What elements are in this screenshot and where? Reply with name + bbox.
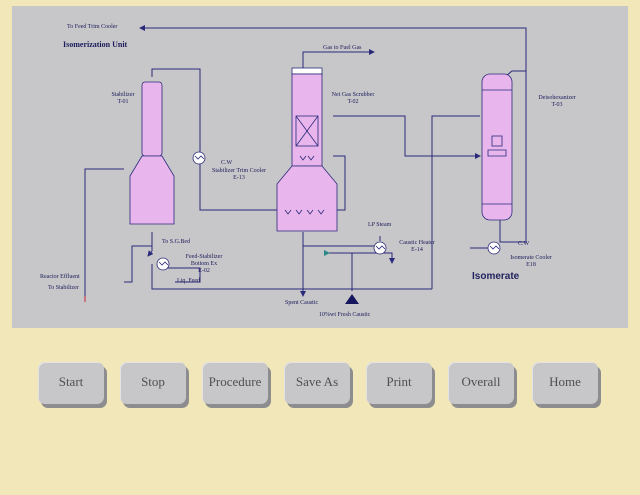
process-flow-diagram xyxy=(84,25,527,304)
fuel-gas-line xyxy=(302,49,375,68)
label-cw-1: C.W xyxy=(221,160,233,166)
process-diagram-panel: Isomerization Unit Isomerate To Feed Tri… xyxy=(12,6,628,328)
stabilizer-vessel xyxy=(129,81,175,225)
scrubber-recycle-line xyxy=(333,155,346,211)
home-button[interactable]: Home xyxy=(532,362,598,404)
overall-button[interactable]: Overall xyxy=(448,362,514,404)
scrubber-to-t03-line xyxy=(333,115,481,159)
t03-bottom-line xyxy=(499,71,527,243)
reactor-effluent-line xyxy=(84,168,124,296)
print-button[interactable]: Print xyxy=(366,362,432,404)
liq-feed-line xyxy=(163,267,201,283)
label-to-feed-trim-cooler: To Feed Trim Cooler xyxy=(67,24,118,30)
fresh-caustic-pump xyxy=(345,294,359,304)
label-gas-to-fuel-gas: Gas to Fuel Gas xyxy=(323,45,362,51)
label-cw-2: C.W xyxy=(518,241,530,247)
label-lp-steam: LP Steam xyxy=(368,222,392,228)
procedure-button[interactable]: Procedure xyxy=(202,362,268,404)
start-button[interactable]: Start xyxy=(38,362,104,404)
unit-title: Isomerization Unit xyxy=(63,40,128,49)
stop-button[interactable]: Stop xyxy=(120,362,186,404)
caustic-valve xyxy=(324,250,330,256)
isomerate-title: Isomerate xyxy=(472,271,520,282)
caustic-circuit-line xyxy=(324,252,395,264)
exchanger-to-sg-bed-line xyxy=(124,245,152,283)
feed-exchanger-to-scrubber-line xyxy=(151,264,432,290)
label-reactor-effluent: Reactor Effluent xyxy=(40,274,80,280)
stabilizer-bottom-line xyxy=(147,232,154,257)
label-to-sg-bed: To S.G.Bed xyxy=(162,239,191,245)
caustic-heater-line xyxy=(302,232,380,247)
deisohexanizer-vessel xyxy=(481,73,513,221)
feed-trim-cooler-line xyxy=(139,25,527,71)
label-fresh-caustic: 10%wt Fresh Caustic xyxy=(319,312,371,318)
label-to-stabilizer: To Stabilizer xyxy=(48,285,79,291)
label-spent-caustic: Spent Caustic xyxy=(285,300,319,306)
save-as-button[interactable]: Save As xyxy=(284,362,350,404)
stabilizer-overhead-line xyxy=(151,68,201,152)
bottom-return-line xyxy=(431,115,480,289)
trim-cooler-to-scrubber-line xyxy=(199,163,280,211)
label-liq-feed: Liq. Feed xyxy=(177,278,200,284)
net-gas-scrubber-vessel xyxy=(276,67,338,232)
